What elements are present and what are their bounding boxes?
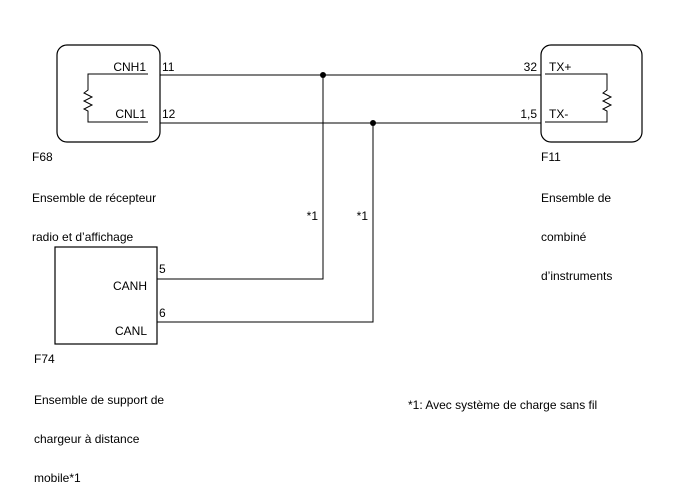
f11-description: Ensemble de combiné d’instruments xyxy=(541,166,612,296)
f68-description: Ensemble de récepteur radio et d’afficha… xyxy=(32,166,156,257)
pin-number-12: 12 xyxy=(162,107,176,121)
f74-pin-canh-label: CANH xyxy=(113,279,147,293)
pin-number-5: 5 xyxy=(159,262,166,276)
f11-pin-txminus-label: TX- xyxy=(549,107,568,121)
f68-description-line: radio et d’affichage xyxy=(32,230,134,244)
f68-pin-cnl1-label: CNL1 xyxy=(115,107,146,121)
footnote: *1: Avec système de charge sans fil xyxy=(408,398,597,412)
wire-canl-branch xyxy=(157,123,374,323)
f68-description-line: Ensemble de récepteur xyxy=(32,191,157,205)
f74-pin-canl-label: CANL xyxy=(115,324,147,338)
f11-resistor xyxy=(545,73,613,123)
f74-description-line: chargeur à distance xyxy=(34,432,140,446)
branch-marker-low: *1 xyxy=(357,209,369,223)
f11-description-line: d’instruments xyxy=(541,269,613,283)
wiring-diagram: CNH1 CNL1 TX+ TX- CANH CANL 11 12 32 1,5… xyxy=(32,44,643,412)
f74-connector-box xyxy=(54,246,158,345)
pin-number-6: 6 xyxy=(159,306,166,320)
f11-code: F11 xyxy=(541,150,561,164)
pin-number-32: 32 xyxy=(524,60,538,74)
branch-marker-high: *1 xyxy=(307,209,319,223)
f74-description-line: Ensemble de support de xyxy=(34,393,165,407)
f74-code: F74 xyxy=(34,352,55,366)
f68-resistor xyxy=(82,73,148,123)
f11-pin-txplus-label: TX+ xyxy=(549,60,571,74)
f68-connector-box xyxy=(56,44,161,143)
f74-description: Ensemble de support de chargeur à distan… xyxy=(34,368,164,498)
f74-description-line: mobile*1 xyxy=(34,471,81,485)
pin-number-1-5: 1,5 xyxy=(520,107,537,121)
f68-pin-cnh1-label: CNH1 xyxy=(113,60,146,74)
pin-number-11: 11 xyxy=(162,60,175,74)
splice-point-high xyxy=(320,72,326,78)
splice-point-low xyxy=(370,120,376,126)
f11-connector-box xyxy=(540,44,643,143)
f11-description-line: combiné xyxy=(541,230,587,244)
f68-code: F68 xyxy=(32,150,53,164)
f11-description-line: Ensemble de xyxy=(541,191,612,205)
wire-canh-branch xyxy=(157,75,324,280)
